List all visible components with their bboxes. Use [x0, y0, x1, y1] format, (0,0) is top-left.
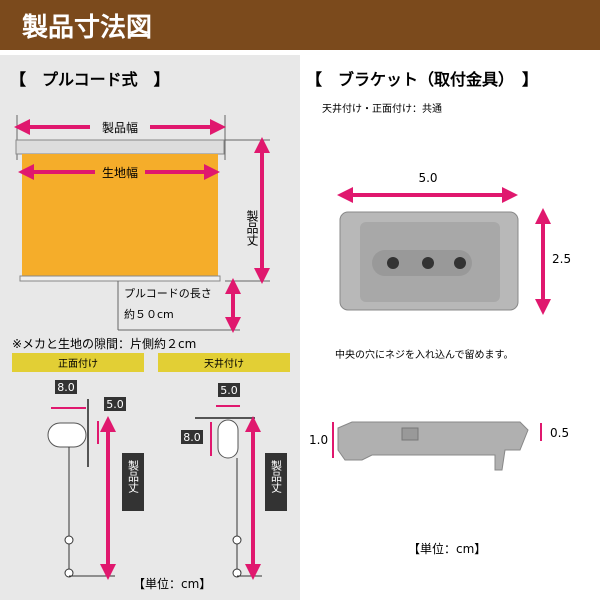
bracket-height-label: 2.5 — [552, 252, 571, 266]
side-height-label: 1.0 — [309, 433, 328, 447]
cord-ring — [232, 535, 242, 545]
bracket-panel — [300, 55, 600, 600]
roller-side — [47, 422, 87, 448]
front-bracket-label: 5.0 — [106, 398, 124, 411]
cord-ring — [232, 568, 242, 578]
label-box — [104, 397, 126, 411]
pull-cord-section-title: 【 プルコード式 】 — [10, 70, 170, 89]
front-height-label: 製品丈 — [127, 459, 140, 494]
label-bg — [90, 119, 150, 135]
page-title: 製品寸法図 — [0, 0, 600, 50]
fabric-width-label: 生地幅 — [102, 165, 138, 180]
front-mount-bar — [12, 353, 144, 372]
ceiling-height-label: 製品丈 — [270, 459, 283, 494]
label-box — [181, 430, 203, 444]
label-box — [265, 453, 287, 511]
bracket-subtitle: 天井付け・正面付け：共通 — [322, 102, 442, 115]
screw-hole-center — [422, 257, 434, 269]
cord-length-value: 約５０cm — [124, 307, 174, 321]
bracket-width-label: 5.0 — [418, 171, 437, 185]
label-bg — [95, 164, 145, 180]
right-unit-label: 【単位：cm】 — [408, 541, 486, 556]
bracket-clip — [401, 427, 419, 441]
bottom-bar — [19, 275, 221, 282]
cord-ring — [64, 568, 74, 578]
cord-length-label: プルコードの長さ — [124, 287, 212, 300]
ceiling-mount-bar — [158, 353, 290, 372]
label-box — [122, 453, 144, 511]
roller-side — [217, 419, 239, 459]
ceiling-mount-label: 天井付け — [204, 357, 244, 370]
side-step-label: 0.5 — [550, 426, 569, 440]
screw-hole — [454, 257, 466, 269]
front-mount-label: 正面付け — [58, 357, 98, 370]
label-box — [218, 383, 240, 397]
screw-note: 中央の穴にネジを入れ込んで留めます。 — [335, 348, 514, 361]
cord-ring — [64, 535, 74, 545]
product-width-label: 製品幅 — [102, 120, 138, 135]
screw-hole — [387, 257, 399, 269]
roller-head — [15, 139, 225, 155]
front-depth-label: 8.0 — [57, 381, 75, 394]
label-box — [55, 380, 77, 394]
bracket-section-title: 【 ブラケット（取付金具） 】 — [306, 70, 538, 89]
ceiling-depth-label: 8.0 — [183, 431, 201, 444]
gap-note: ※メカと生地の隙間：片側約２cm — [12, 336, 196, 351]
ceiling-bracket-label: 5.0 — [220, 384, 238, 397]
bracket-side-view — [337, 421, 529, 471]
left-unit-label: 【単位：cm】 — [133, 576, 211, 591]
product-height-label: 製品丈 — [245, 210, 259, 247]
